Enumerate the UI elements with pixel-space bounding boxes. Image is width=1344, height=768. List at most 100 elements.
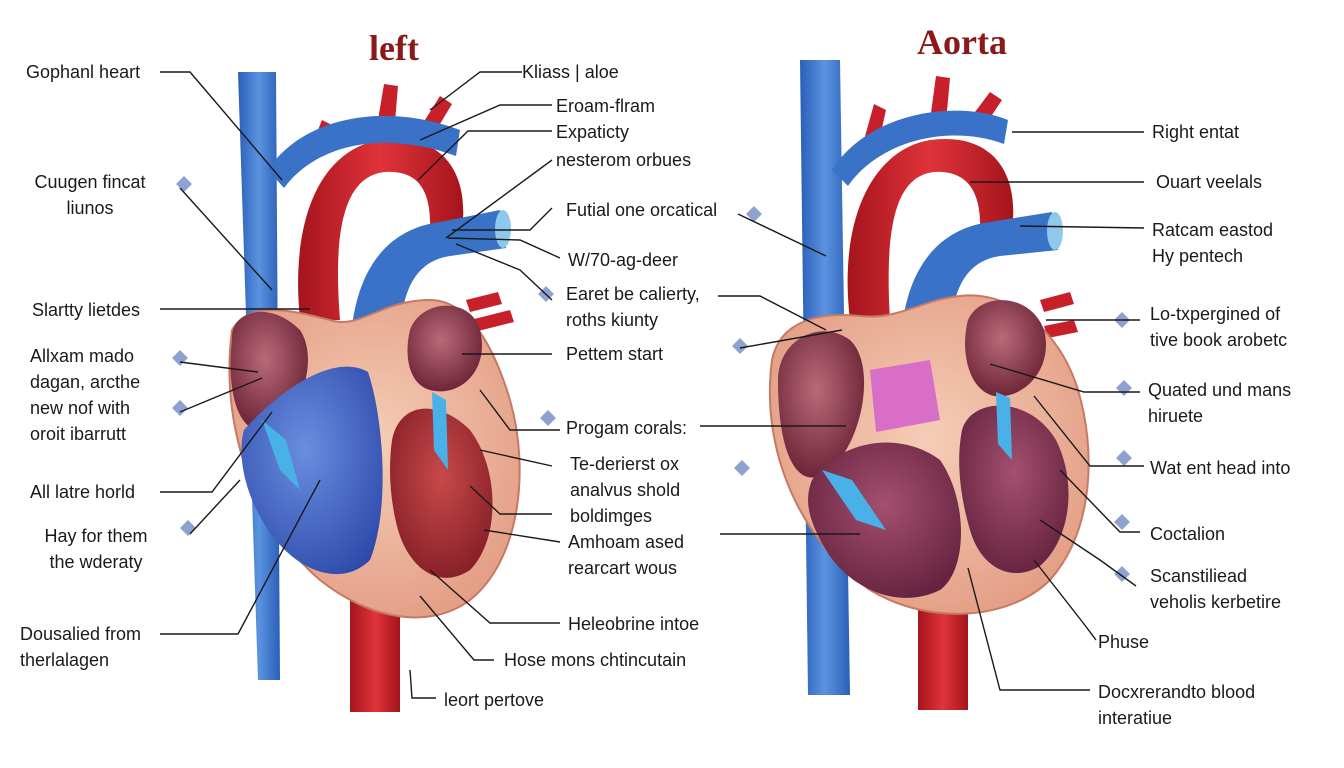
leader-line [419, 595, 494, 661]
marker-diamond-icon [172, 350, 188, 366]
right-figure-title: Aorta [917, 22, 1007, 62]
left-pulmonary-vein [466, 292, 502, 312]
right-aortic-branch [930, 76, 950, 122]
callout-label-line: hiruete [1148, 406, 1203, 426]
callout-label-line: Gophanl heart [26, 62, 140, 82]
callout-label: Hose mons chtincutain [504, 650, 686, 670]
left-heart-illustration [228, 72, 521, 712]
leader-line [737, 213, 827, 257]
left-left-atrium [407, 305, 482, 392]
leader-line [429, 71, 522, 111]
marker-diamond-icon [734, 460, 750, 476]
callout-label-line: roths kiunty [566, 310, 658, 330]
callout-label-line: Expaticty [556, 122, 629, 142]
callout-label-line: Dousalied from [20, 624, 141, 644]
callout-label-line: Allxam mado [30, 346, 134, 366]
callout-label-line: Progam corals: [566, 418, 687, 438]
leader-line [419, 104, 552, 141]
callout-label-line: dagan, arcthe [30, 372, 140, 392]
marker-diamond-icon [1116, 380, 1132, 396]
callout-label: W/70-ag-deer [568, 250, 678, 270]
callout-label: Phuse [1098, 632, 1149, 652]
callout-label-line: Lo-txpergined of [1150, 304, 1281, 324]
leader-line [160, 71, 283, 181]
callout-label-line: Amhoam ased [568, 532, 684, 552]
left-pulmonary-opening [495, 210, 511, 248]
marker-diamond-icon [732, 338, 748, 354]
marker-diamond-icon [172, 400, 188, 416]
right-left-atrium [965, 300, 1046, 397]
callout-label-line: Phuse [1098, 632, 1149, 652]
right-pulmonary-opening [1047, 212, 1063, 250]
leader-line [429, 569, 560, 624]
callout-label-line: oroit ibarrutt [30, 424, 126, 444]
marker-diamond-icon [746, 206, 762, 222]
left-figure-title: left [369, 28, 419, 68]
leader-line [469, 485, 552, 515]
callout-label: Ouart veelals [1156, 172, 1262, 192]
left-mitral-valve [432, 392, 448, 470]
leader-line [989, 363, 1140, 393]
callout-label: Heleobrine intoe [568, 614, 699, 634]
callout-label: Expaticty [556, 122, 629, 142]
leader-line [179, 377, 263, 413]
left-tricuspid-valve [262, 420, 300, 490]
callout-label: leort pertove [444, 690, 544, 710]
leader-line [479, 449, 553, 467]
leader-line [967, 567, 1090, 691]
left-pulmonary-arch [268, 115, 460, 188]
leader-line [160, 479, 321, 635]
callout-label: All latre horld [30, 482, 135, 502]
left-right-ventricle [241, 366, 383, 575]
callout-label-line: Slartty lietdes [32, 300, 140, 320]
leader-line [417, 130, 552, 181]
leader-line [445, 159, 553, 239]
callout-label: Futial one orcatical [566, 200, 717, 220]
callout-label-line: the wderaty [49, 552, 142, 572]
leader-line [189, 479, 241, 535]
callout-label: Gophanl heart [26, 62, 140, 82]
marker-diamond-icon [180, 520, 196, 536]
leader-line [739, 329, 843, 349]
callout-label-line: interatiue [1098, 708, 1172, 728]
callout-label-line: nesterom orbues [556, 150, 691, 170]
left-pulmonary-vein [470, 310, 514, 332]
callout-label-line: leort pertove [444, 690, 544, 710]
leader-line [452, 207, 553, 231]
callout-label: nesterom orbues [556, 150, 691, 170]
right-heart-illustration [768, 60, 1090, 710]
callout-label-line: Ouart veelals [1156, 172, 1262, 192]
leader-line [718, 295, 827, 331]
callout-label: Eroam-flram [556, 96, 655, 116]
marker-diamond-icon [1114, 514, 1130, 530]
marker-diamond-icon [540, 410, 556, 426]
callout-label: Slartty lietdes [32, 300, 140, 320]
callout-label: Kliass | aloe [522, 62, 619, 82]
leader-line [1039, 519, 1137, 587]
marker-diamond-icon [1116, 450, 1132, 466]
callout-label: Earet be calierty,roths kiunty [566, 284, 700, 330]
leader-line [409, 669, 436, 699]
leader-line [1033, 559, 1097, 641]
right-aortic-arch [847, 138, 1014, 320]
callout-label-line: Eroam-flram [556, 96, 655, 116]
leader-line [483, 529, 561, 543]
callout-label-line: veholis kerbetire [1150, 592, 1281, 612]
leader-line [1019, 225, 1145, 229]
callout-label-line: Ratcam eastod [1152, 220, 1273, 240]
right-mitral-valve [996, 392, 1012, 460]
leader-line [455, 243, 553, 301]
callout-label-line: Quated und mans [1148, 380, 1291, 400]
callout-label-line: Futial one orcatical [566, 200, 717, 220]
leader-line [1033, 395, 1144, 467]
callout-label-line: All latre horld [30, 482, 135, 502]
callout-label-line: Docxrerandto blood [1098, 682, 1255, 702]
callout-label-line: analvus shold [570, 480, 680, 500]
